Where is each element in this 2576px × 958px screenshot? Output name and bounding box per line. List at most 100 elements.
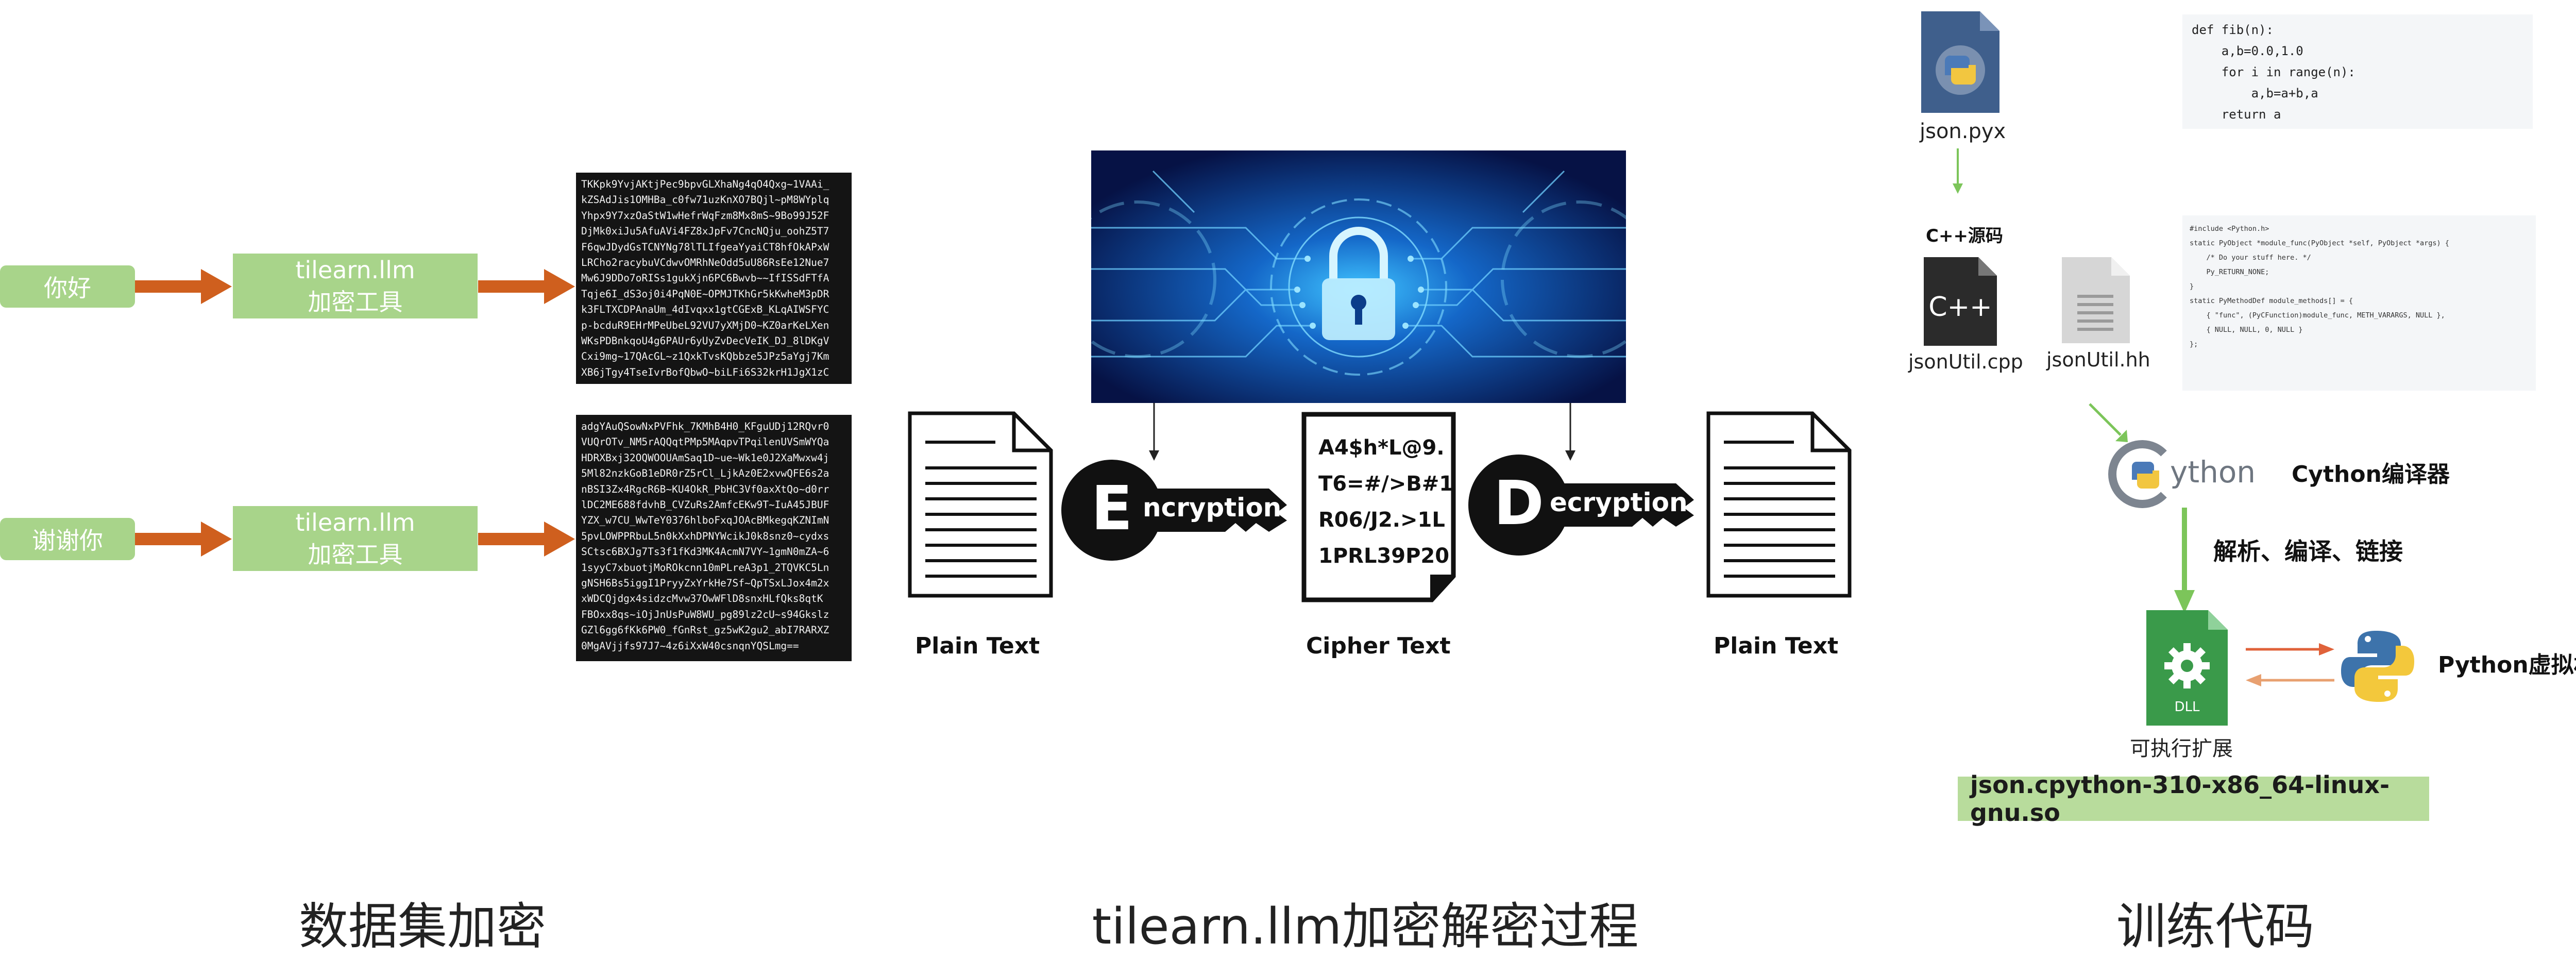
cipher-line: nBSI3Zx4RgcR6B~KU4OkR_PbHC3Vf0axXtQo~d0r… (581, 483, 829, 495)
cipher-line: T6=#/>B#1 (1318, 472, 1453, 496)
code-line: for i in range(n): (2192, 65, 2355, 79)
plain-text-label-right: Plain Text (1714, 633, 1839, 659)
plaintext-input-2: 谢谢你 (0, 518, 135, 560)
hh-file-label: jsonUtil.hh (2046, 348, 2150, 371)
cipher-line: GZl6gg6fKk6PW0_fGnRst_gz5wK2gu2_abI7RARX… (581, 624, 829, 636)
code-line: { NULL, NULL, 0, NULL } (2190, 326, 2303, 334)
cipher-line: 0MgAVjjfs97J7~4z6iXxW40csnqnYQSLmg== (581, 640, 799, 652)
encryption-tool-box-2: tilearn.llm 加密工具 (233, 506, 478, 571)
code-line: } (2190, 282, 2194, 291)
cipher-line: TKKpk9YvjAKtjPec9bpvGLXhaNg4qO4Qxg~1VAAi… (581, 178, 829, 190)
arrow-down-icon (1149, 403, 1159, 461)
so-file-bar: json.cpython-310-x86_64-linux-gnu.so (1958, 771, 2429, 827)
cipher-line: R06/J2.>1L (1318, 508, 1445, 532)
encryption-key-icon: E ncryption (1061, 460, 1287, 561)
cipher-line: k3FLTXCDPAnaUm_4dIvqxx1gtCGExB_KLqAIWSFY… (581, 304, 829, 316)
cipher-line: VUQrOTv_NM5rAQQqtPMp5MAqpvTPqilenUVSmWYQ… (581, 436, 829, 448)
cipher-line: Cxi9mg~17QAcGL~z1QxkTvsKQbbze5JPz5aYgj7K… (581, 350, 829, 363)
caption-encrypt-decrypt: tilearn.llm加密解密过程 (1092, 898, 1639, 955)
arrow-down-icon (1953, 148, 1963, 194)
ciphertext-block-2: adgYAuQSowNxPVFhk_7KMhB4H0_KFguUDj12RQvr… (576, 415, 852, 661)
code-line: #include <Python.h> (2190, 225, 2269, 233)
cpp-source-label: C++源码 (1926, 226, 2003, 246)
code-line: Py_RETURN_NONE; (2190, 268, 2269, 276)
ciphertext-block-1: TKKpk9YvjAKtjPec9bpvGLXhaNg4qO4Qxg~1VAAi… (576, 173, 852, 384)
cpp-file-icon: C++ (1924, 257, 1997, 346)
code-line: static PyMethodDef module_methods[] = { (2190, 297, 2353, 305)
arrow-right-icon (478, 269, 575, 304)
arrow-diagonal-icon (2089, 403, 2128, 442)
pyx-file-icon (1921, 11, 1999, 113)
arrow-right-icon (478, 522, 575, 557)
tool-desc: 加密工具 (308, 288, 403, 316)
code-line: def fib(n): (2192, 23, 2274, 37)
pyx-file-label: json.pyx (1920, 120, 2006, 143)
arrow-down-icon (2174, 508, 2195, 613)
python-code-snippet: def fib(n): a,b=0.0,1.0 for i in range(n… (2182, 14, 2533, 129)
code-line: }; (2190, 340, 2198, 348)
tool-name: tilearn.llm (295, 509, 415, 536)
code-line: a,b=0.0,1.0 (2192, 44, 2303, 58)
cipher-line: F6qwJDydGsTCNYNg78lTLIfgeaYyaiCT8hfOkAPx… (581, 241, 829, 253)
arrow-right-icon (135, 522, 232, 557)
cipher-line: adgYAuQSowNxPVFhk_7KMhB4H0_KFguUDj12RQvr… (581, 421, 829, 432)
arrow-right-icon (135, 269, 232, 304)
cipher-line: XB6jTgy4TseIvrBofQbwO~biLFi6S32krH1JgX1z… (581, 366, 829, 378)
tool-desc: 加密工具 (308, 541, 403, 568)
arrow-down-icon (1565, 403, 1575, 461)
code-line: return a (2192, 107, 2281, 122)
key-word-text: ecryption (1550, 488, 1688, 517)
document-icon (1706, 411, 1852, 598)
padlock-icon (1322, 227, 1395, 340)
dll-label: DLL (2175, 699, 2200, 715)
plaintext-input-1: 你好 (0, 265, 135, 308)
cyber-lock-banner (1091, 150, 1626, 403)
python-vm-label: Python虚拟机 (2438, 652, 2576, 678)
plain-text-label-left: Plain Text (915, 633, 1040, 659)
cipher-line: lDC2ME688fdvhB_CVZuRs2AmfcEKw9T~IuA45JBU… (581, 499, 829, 511)
cipher-line: 5pvLOWPPRbuL5n0kXxhDPNYWcikJ0k8snz0~cydx… (581, 530, 829, 542)
decryption-key-icon: D ecryption (1468, 455, 1694, 556)
cipher-document-icon: A4$h*L@9. T6=#/>B#1 R06/J2.>1L 1PRL39P20 (1301, 412, 1456, 602)
document-icon (908, 411, 1053, 598)
cython-logo-icon (2108, 440, 2167, 508)
cipher-line: xWDCQjdgx4sidzcMvw37OwWFlD8snxHLfQks8qtK (581, 593, 823, 605)
cipher-line: YZX_w7CU_WwTeY0376hlboFxqJOAcBMkegqKZNIm… (581, 514, 829, 527)
cipher-line: LRCho2racybuVCdwvOMRhNeOdd5uU86RsEe12Nue… (581, 257, 829, 269)
cipher-line: Yhpx9Y7xzOaStW1wHefrWqFzm8Mx8mS~9Bo99J52… (581, 209, 829, 222)
cipher-line: FBOxx8qs~iOjJnUsPuW8WU_pg89lz2cU~s94Gksl… (581, 608, 829, 620)
cipher-line: HDRXBxj32OQWOOUAmSaq1D~ue~Wk1e0J2XaMwxw4… (581, 451, 829, 464)
cipher-line: WKsPDBnkqoU4g6PAUr6yUyZvDecVeIK_DJ_8lDKg… (581, 335, 829, 347)
cipher-line: kZSAdJis1OMHBa_c0fw71uzKnXO7BQjl~pM8WYpl… (581, 194, 829, 206)
encryption-tool-box-1: tilearn.llm 加密工具 (233, 254, 478, 318)
key-word-text: ncryption (1143, 493, 1281, 523)
header-file-icon (2062, 257, 2130, 343)
caption-dataset-encryption: 数据集加密 (299, 898, 546, 955)
key-initial-e: E (1091, 473, 1133, 544)
cipher-line: gNSH6Bs5iggI1PryyZxYrkHe7Sf~QpTSxLJox4m2… (581, 577, 829, 590)
cipher-line: 1syyC7xbuotjMoROkcnn10mPLreA3p1_2TQVKC5L… (581, 561, 829, 574)
c-code-snippet: #include <Python.h> static PyObject *mod… (2182, 215, 2536, 391)
cipher-line: Tqje6I_dS3oj0i4PqN0E~OPMJTKhGr5kKwheM3pD… (581, 288, 829, 300)
bidirectional-arrows-icon (2246, 643, 2334, 686)
steps-label: 解析、编译、链接 (2213, 537, 2403, 565)
code-line: { "func", (PyCFunction)module_func, METH… (2190, 311, 2445, 320)
cython-logo-text: ython (2170, 455, 2256, 490)
dll-file-icon: DLL (2146, 610, 2228, 726)
cipher-line: A4$h*L@9. (1318, 436, 1445, 460)
cipher-line: 1PRL39P20 (1318, 544, 1449, 568)
cipher-line: Mw6J9DDo7oRISs1gukXjn6PC6Bwvb~~IfISSdFTf… (581, 272, 829, 284)
code-line: static PyObject *module_func(PyObject *s… (2190, 239, 2449, 247)
caption-training-code: 训练代码 (2116, 898, 2314, 955)
cpp-file-label: jsonUtil.cpp (1908, 350, 2023, 373)
code-line: /* Do your stuff here. */ (2190, 254, 2311, 262)
cipher-line: SCtsc6BXJg7Ts3f1fKd3MK4AcmN7VY~1gmN0mZA~… (581, 546, 829, 558)
key-initial-d: D (1494, 467, 1544, 539)
cipher-line: 5Ml82nzkGoB1eDR0rZ5rCl_LjkAz0E2xvwQFE6s2… (581, 467, 829, 480)
exec-extension-label: 可执行扩展 (2130, 737, 2233, 761)
cipher-line: DjMk0xiJu5AfuAVi4FZ8xJpFv7CncNQju_oohZ5T… (581, 225, 829, 238)
code-line: a,b=a+b,a (2192, 86, 2318, 100)
tool-name: tilearn.llm (295, 256, 415, 284)
python-logo-icon (2341, 631, 2414, 702)
cpp-icon-text: C++ (1928, 292, 1992, 323)
